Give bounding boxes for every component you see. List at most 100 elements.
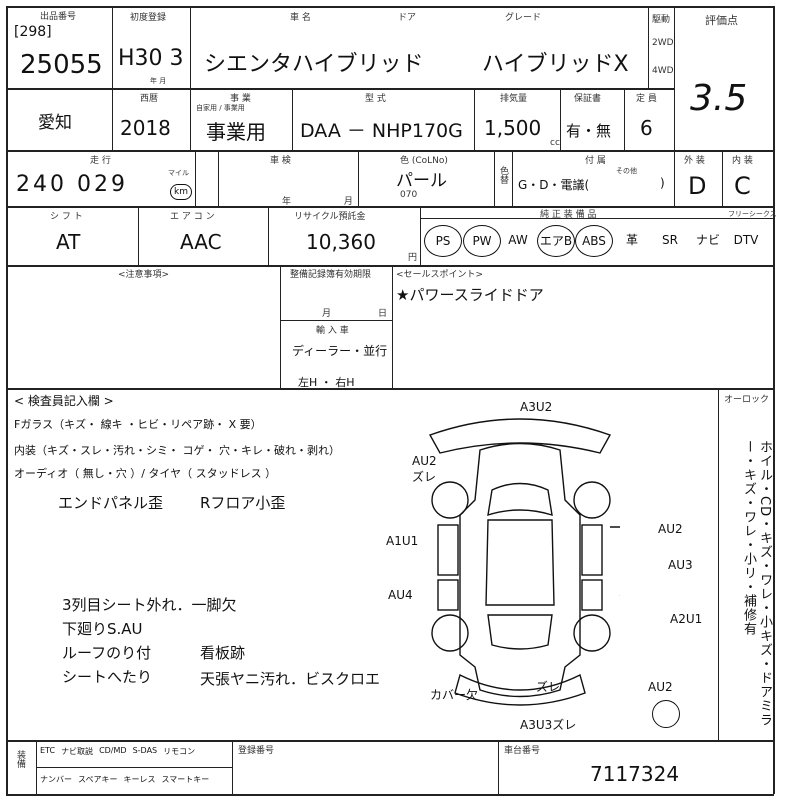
ac-label: エ ア コ ン — [170, 212, 215, 222]
car-name-label: 車 名 — [290, 13, 311, 23]
exterior-label: 外 装 — [684, 156, 705, 166]
wheel-mirror-notes: ホイル・CD・キズ・ワレ・小キズ・ドアミラー・キズ・ワレ・小リ・補修有 — [741, 440, 772, 728]
dmg-a3u2: A3U2 — [520, 400, 553, 414]
color-number: 070 — [400, 190, 418, 200]
door-r2 — [581, 579, 603, 611]
note-seat-wear: シートへたり — [62, 668, 153, 686]
mileage: 240 029 — [16, 172, 128, 197]
first-registration: H30 3 — [118, 46, 184, 71]
dmg-a1u1: A1U1 — [386, 534, 419, 548]
rear-bumper — [454, 673, 586, 706]
exterior: D — [688, 172, 707, 200]
interior: C — [734, 172, 751, 200]
door-l2 — [437, 579, 459, 611]
equip-pw: PW — [463, 225, 501, 257]
recycle-label: リサイクル預託金 — [294, 212, 366, 222]
roof — [485, 519, 555, 606]
record-label: 整備記録簿有効期限 — [290, 270, 372, 280]
note-sign-trace: 看板跡 — [200, 644, 246, 662]
import-handle: 左H ・ 右H — [298, 376, 355, 389]
shift: AT — [56, 230, 81, 254]
auction-number: [298] — [14, 24, 52, 40]
cc-label: cc — [550, 138, 560, 148]
spare-tire-circle — [652, 700, 680, 728]
month-label: 年 月 — [150, 77, 167, 85]
dmg-zure: ズレ — [536, 680, 561, 694]
mileage-unit: km — [170, 184, 192, 200]
warranty: 有・無 — [566, 122, 612, 140]
equip-navi: ナビ — [695, 233, 720, 247]
note-r-floor: Rフロア小歪 — [200, 494, 286, 512]
item-navi-manual: ナビ取説 — [61, 747, 94, 756]
interior-line: 内装（キズ・スレ・汚れ・シミ・ コゲ・ 穴・キレ・破れ・剥れ） — [14, 444, 340, 457]
frame-label: 車台番号 — [504, 746, 541, 756]
wheel-rl — [431, 614, 469, 652]
warranty-label: 保証書 — [574, 94, 602, 104]
equip-sr: SR — [662, 233, 678, 247]
displacement-label: 排気量 — [500, 94, 528, 104]
interior-label: 内 装 — [732, 156, 753, 166]
dmg-au2-rear: AU2 — [648, 680, 673, 694]
score-label: 評価点 — [705, 14, 738, 27]
equip-label: 純 正 装 備 品 — [540, 210, 597, 220]
color-label: 色 (CoLNo) — [400, 156, 448, 166]
item-spare-key: スペアキー — [78, 775, 118, 784]
item-remote: リモコン — [163, 747, 196, 756]
item-number: ナンバー — [40, 775, 72, 784]
car-diagram — [428, 418, 620, 706]
note-roof: ルーフのり付 — [62, 644, 152, 662]
region: 愛知 — [38, 113, 72, 133]
accessories: G・D・電議( — [518, 178, 590, 192]
windshield — [487, 482, 553, 517]
attention-label: <注意事項> — [118, 270, 170, 280]
note-ceiling: 天張ヤニ汚れ．ビスクロエ — [200, 670, 381, 688]
sales-point: ★パワースライドドア — [396, 286, 544, 304]
drive-label: 駆動 — [652, 15, 671, 25]
usage-sub: 自家用 / 事業用 — [196, 104, 245, 112]
item-etc: ETC — [40, 746, 56, 755]
dmg-a3u3: A3U3ズレ — [520, 718, 577, 732]
note-end-panel: エンドパネル歪 — [58, 494, 164, 512]
recycle-amount: 10,360 — [306, 230, 376, 254]
registration-label: 登録番号 — [238, 746, 275, 756]
frame-number: 7117324 — [590, 762, 680, 786]
drive-4wd: 4WD — [652, 66, 674, 76]
equip-leather: 革 — [625, 233, 638, 247]
record-day: 日 — [378, 309, 388, 319]
car-body — [459, 442, 581, 698]
equip-airbag: エアB — [537, 225, 575, 257]
accessories-label: 付 属 — [585, 156, 606, 166]
lot-number: 25055 — [20, 50, 103, 80]
footer-items-bottom: ナンバー スペアキー キーレス スマートキー — [40, 774, 209, 785]
first-reg-label: 初度登録 — [130, 13, 167, 23]
year-label: 西暦 — [140, 94, 159, 104]
front-bumper — [428, 418, 612, 454]
import-label: 輸 入 車 — [316, 326, 349, 336]
grade-label: グレード — [505, 13, 542, 23]
displacement: 1,500 — [484, 116, 542, 140]
footer-items-top: ETC ナビ取説 CD/MD S-DAS リモコン — [40, 746, 195, 757]
item-cdmd: CD/MD — [99, 746, 127, 755]
note-third-row-seat: 3列目シート外れ．一脚欠 — [62, 596, 237, 614]
dmg-au2-right: AU2 — [658, 522, 683, 536]
color-change-label: 色替 — [498, 166, 508, 184]
model: DAA － NHP170G — [300, 120, 463, 142]
capacity-label: 定 員 — [636, 94, 657, 104]
ac: AAC — [180, 230, 222, 254]
audio-line: オーディオ（ 無し・穴 ）/ タイヤ（ スタッドレス ） — [14, 467, 277, 480]
record-month: 月 — [322, 309, 332, 319]
accessories-other: その他 — [616, 167, 637, 175]
note-underbody: 下廻りS.AU — [62, 620, 143, 638]
car-name: シエンタハイブリッド — [204, 52, 424, 77]
color: パール — [396, 171, 447, 191]
rear-window — [487, 614, 553, 650]
dmg-au2-left: AU2 ズレ — [412, 454, 437, 484]
item-keyless: キーレス — [123, 775, 156, 784]
score: 3.5 — [690, 78, 748, 119]
glass-line: Fガラス（キズ・ 線キ ・ヒビ・リペア跡・ X 要） — [14, 418, 262, 431]
door-r1 — [581, 524, 603, 576]
model-label: 型 式 — [365, 94, 386, 104]
item-smart-key: スマートキー — [161, 775, 210, 784]
grade: ハイブリッドX — [482, 52, 629, 77]
item-sdas: S-DAS — [132, 746, 158, 755]
